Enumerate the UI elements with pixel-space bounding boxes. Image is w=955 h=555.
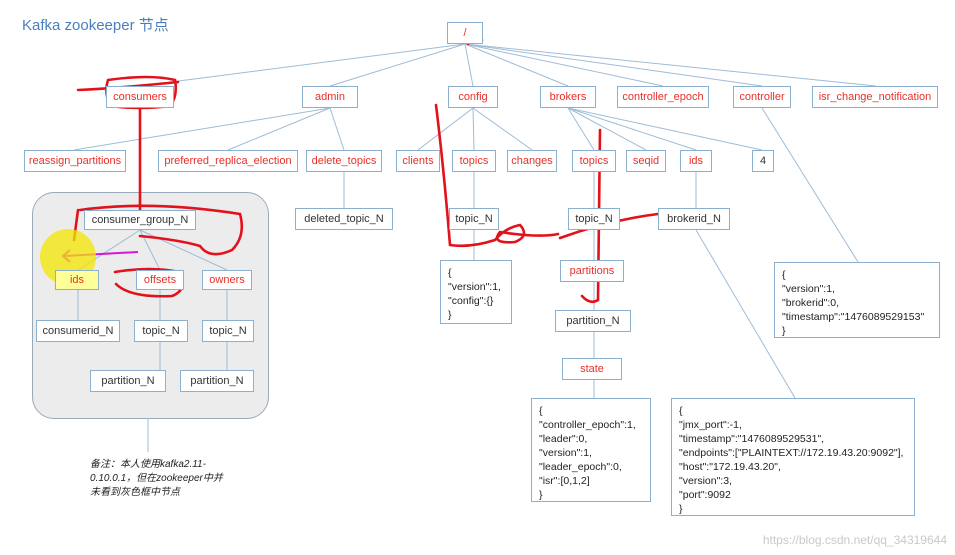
controller-node: controller xyxy=(733,86,791,108)
brokers-topics-node: topics xyxy=(572,150,616,172)
seqid-node: seqid xyxy=(626,150,666,172)
config-node: config xyxy=(448,86,498,108)
preferred-replica-election-node: preferred_replica_election xyxy=(158,150,298,172)
brokers-node: brokers xyxy=(540,86,596,108)
consumers-node: consumers xyxy=(106,86,174,108)
config-topics-node: topics xyxy=(452,150,496,172)
offsets-topic-n-node: topic_N xyxy=(134,320,188,342)
remark-note: 备注：本人使用kafka2.11-0.10.0.1，但在zookeeper中并未… xyxy=(90,459,223,498)
brokerid-json-box: { "jmx_port":-1, "timestamp":"1476089529… xyxy=(671,398,915,516)
changes-node: changes xyxy=(507,150,557,172)
config-topic-n-node: topic_N xyxy=(449,208,499,230)
offsets-node: offsets xyxy=(136,270,184,290)
delete-topics-node: delete_topics xyxy=(306,150,382,172)
brokerid-node: brokerid_N xyxy=(658,208,730,230)
brokers-partition-n-node: partition_N xyxy=(555,310,631,332)
config-json-box: { "version":1, "config":{} } xyxy=(440,260,512,324)
group-ids-node: ids xyxy=(55,270,99,290)
controller-epoch-node: controller_epoch xyxy=(617,86,709,108)
ids-node: ids xyxy=(680,150,712,172)
offsets-partition-n-node: partition_N xyxy=(90,370,166,392)
watermark: https://blog.csdn.net/qq_34319644 xyxy=(762,533,947,547)
admin-node: admin xyxy=(302,86,358,108)
root-node: / xyxy=(447,22,483,44)
owners-node: owners xyxy=(202,270,252,290)
isr-change-notification-node: isr_change_notification xyxy=(812,86,938,108)
owners-partition-n-node: partition_N xyxy=(180,370,254,392)
controller-json-box: { "version":1, "brokerid":0, "timestamp"… xyxy=(774,262,940,338)
consumerid-node: consumerid_N xyxy=(36,320,120,342)
controller-epoch-value: 4 xyxy=(752,150,774,172)
partitions-node: partitions xyxy=(560,260,624,282)
diagram-title: Kafka zookeeper 节点 xyxy=(22,17,169,34)
state-node: state xyxy=(562,358,622,380)
state-json-box: { "controller_epoch":1, "leader":0, "ver… xyxy=(531,398,651,502)
brokers-topic-n-node: topic_N xyxy=(568,208,620,230)
consumer-group-n-node: consumer_group_N xyxy=(84,210,196,230)
clients-node: clients xyxy=(396,150,440,172)
owners-topic-n-node: topic_N xyxy=(202,320,254,342)
reassign-partitions-node: reassign_partitions xyxy=(24,150,126,172)
deleted-topic-node: deleted_topic_N xyxy=(295,208,393,230)
